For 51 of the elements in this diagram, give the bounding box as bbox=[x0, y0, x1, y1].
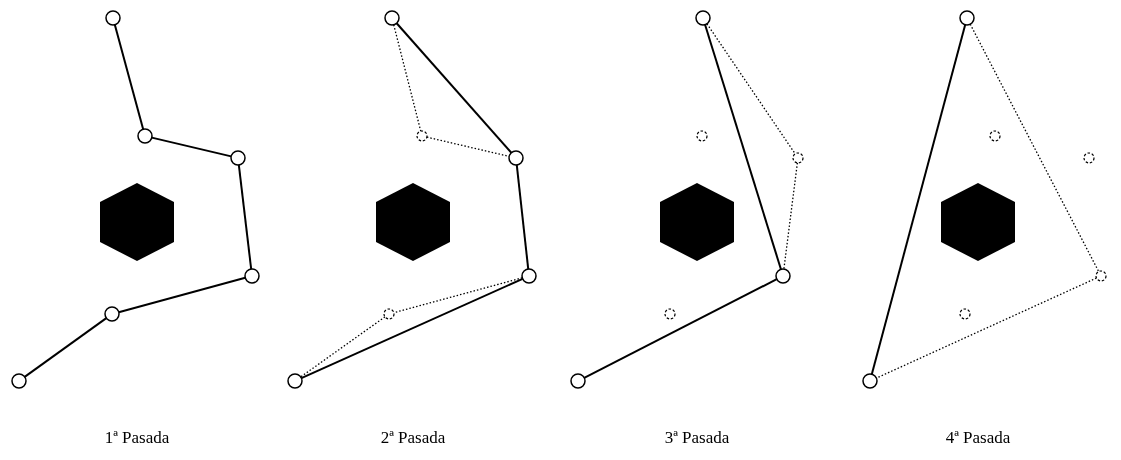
panel-caption: 1ª Pasada bbox=[104, 428, 170, 448]
dotted-path-line bbox=[426, 136, 510, 158]
waypoint-circle bbox=[104, 306, 120, 322]
waypoint-circle bbox=[521, 268, 537, 284]
waypoint-circle bbox=[137, 128, 153, 144]
waypoint-circle bbox=[244, 268, 260, 284]
waypoint-circle bbox=[695, 10, 711, 26]
discarded-waypoint-circle bbox=[989, 130, 1001, 142]
obstacle-hexagon bbox=[941, 183, 1015, 261]
panel-caption: 2ª Pasada bbox=[380, 428, 446, 448]
discarded-waypoint-circle bbox=[696, 130, 708, 142]
waypoint-circle bbox=[959, 10, 975, 26]
path-line bbox=[300, 277, 524, 380]
waypoint-circle bbox=[384, 10, 400, 26]
dotted-path-line bbox=[969, 23, 1100, 273]
discarded-waypoint-circle bbox=[664, 308, 676, 320]
path-line bbox=[23, 317, 108, 378]
path-line bbox=[117, 276, 247, 314]
path-line bbox=[515, 163, 530, 271]
waypoint-circle bbox=[230, 150, 246, 166]
panel-caption: 3ª Pasada bbox=[664, 428, 730, 448]
path-line bbox=[150, 136, 233, 158]
waypoint-circle bbox=[775, 268, 791, 284]
waypoint-circle bbox=[862, 373, 878, 389]
discarded-waypoint-circle bbox=[1083, 152, 1095, 164]
path-line bbox=[583, 278, 778, 379]
dotted-path-line bbox=[783, 162, 798, 270]
discarded-waypoint-circle bbox=[792, 152, 804, 164]
obstacle-hexagon bbox=[660, 183, 734, 261]
path-line bbox=[237, 163, 253, 271]
waypoint-circle bbox=[105, 10, 121, 26]
discarded-waypoint-circle bbox=[383, 308, 395, 320]
waypoint-circle bbox=[508, 150, 524, 166]
dotted-path-line bbox=[393, 24, 422, 132]
path-line bbox=[704, 23, 782, 271]
waypoint-circle bbox=[11, 373, 27, 389]
dotted-path-line bbox=[393, 277, 523, 314]
waypoint-circle bbox=[570, 373, 586, 389]
waypoint-circle bbox=[287, 373, 303, 389]
path-line bbox=[113, 23, 145, 131]
dotted-path-line bbox=[875, 277, 1098, 379]
panel-caption: 4ª Pasada bbox=[945, 428, 1011, 448]
obstacle-hexagon bbox=[100, 183, 174, 261]
path-line bbox=[870, 23, 967, 376]
dotted-path-line bbox=[300, 316, 386, 378]
discarded-waypoint-circle bbox=[959, 308, 971, 320]
path-line bbox=[395, 22, 513, 154]
discarded-waypoint-circle bbox=[1095, 270, 1107, 282]
dotted-path-line bbox=[706, 23, 796, 155]
obstacle-hexagon bbox=[376, 183, 450, 261]
discarded-waypoint-circle bbox=[416, 130, 428, 142]
